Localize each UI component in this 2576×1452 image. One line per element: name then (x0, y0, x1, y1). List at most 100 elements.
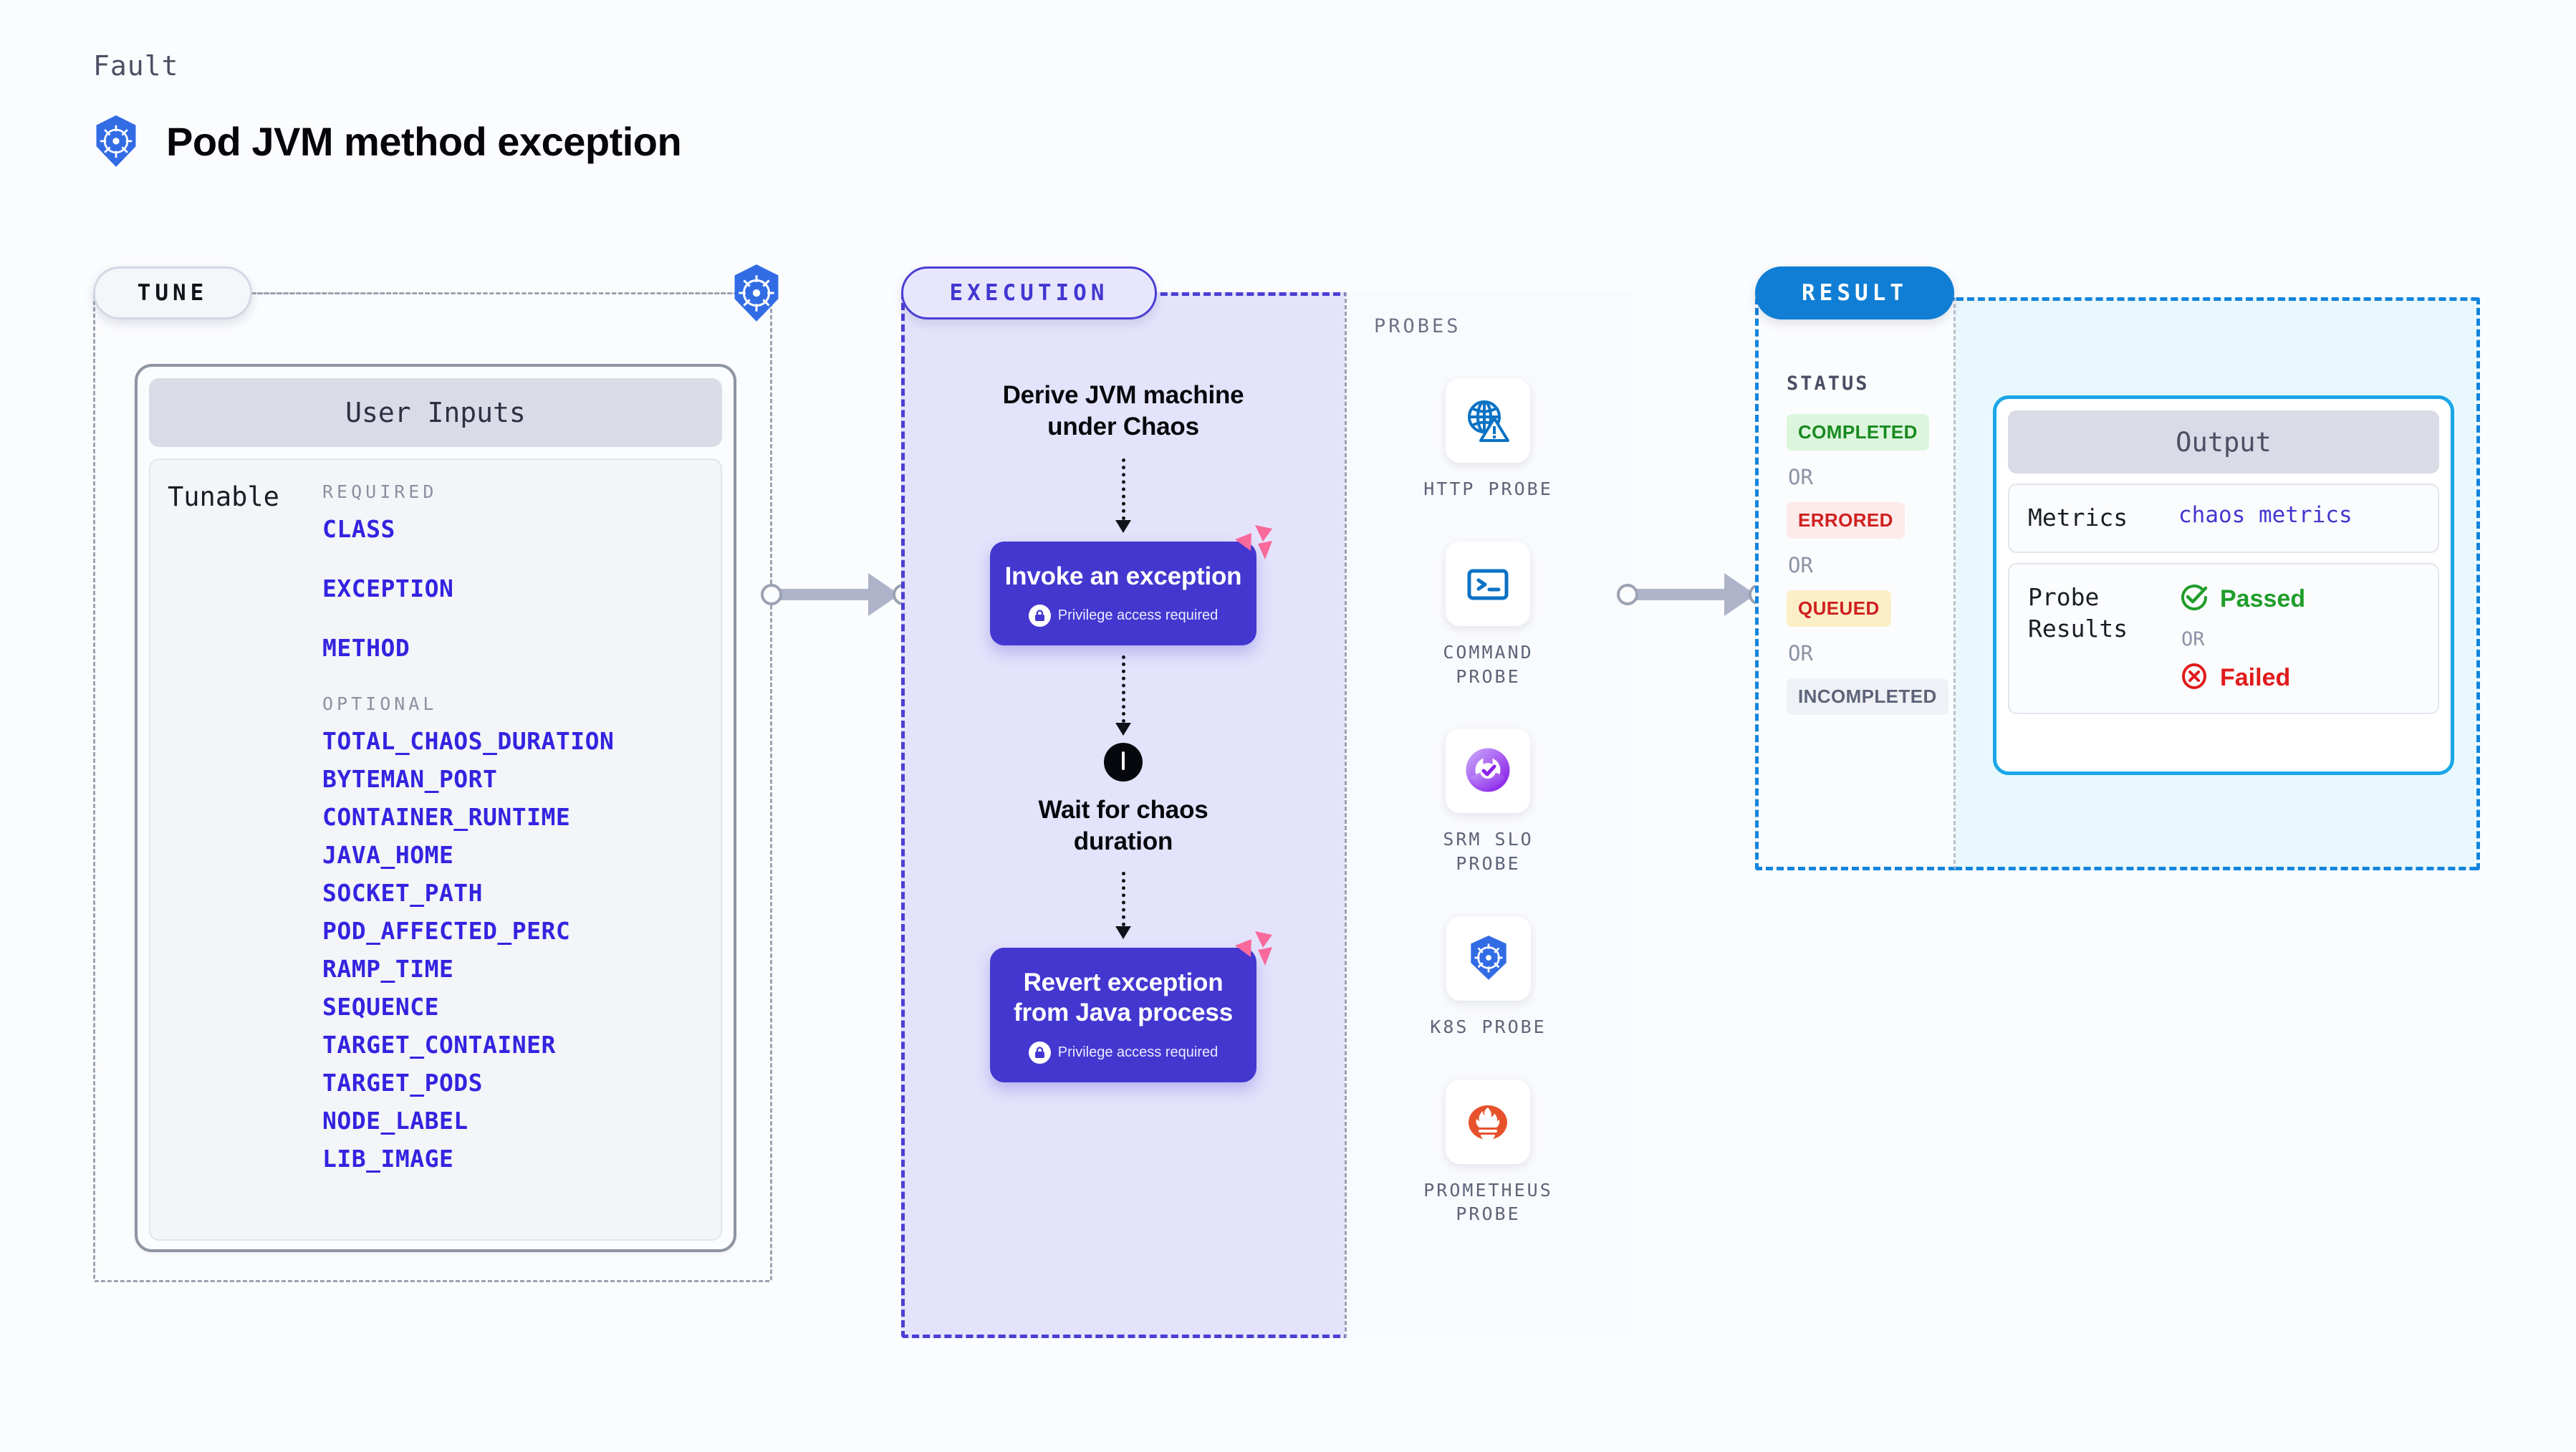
param-item[interactable]: SOCKET_PATH (322, 879, 484, 907)
passed-label: Passed (2220, 585, 2306, 612)
param-item[interactable]: BYTEMAN_PORT (322, 765, 498, 793)
probe-item-command[interactable]: COMMAND PROBE (1443, 541, 1534, 689)
param-item[interactable]: METHOD (322, 634, 410, 662)
tune-connector-line (252, 292, 764, 294)
failed-label: Failed (2220, 663, 2291, 691)
execution-pill-label[interactable]: EXECUTION (901, 266, 1157, 319)
connector-start-node (761, 584, 782, 605)
param-item[interactable]: TARGET_CONTAINER (322, 1031, 556, 1059)
invoke-exception-box[interactable]: Invoke an exception Privilege access req… (990, 524, 1272, 646)
or-separator: OR (1788, 553, 1813, 577)
params-column: REQUIRED CLASS EXCEPTION METHOD OPTIONAL… (322, 481, 721, 1239)
metrics-key: Metrics (2028, 504, 2128, 532)
connector-execution-to-result (1615, 573, 1780, 616)
tune-pill-label[interactable]: TUNE (93, 266, 252, 319)
status-list: COMPLETED OR ERRORED OR QUEUED OR INCOMP… (1787, 414, 1959, 715)
invoke-exception-title: Invoke an exception (1004, 562, 1242, 590)
param-item[interactable]: NODE_LABEL (322, 1107, 468, 1135)
terminal-icon (1446, 541, 1531, 626)
litmus-logo-icon (1229, 524, 1274, 569)
probe-results-values: Passed OR Failed (2178, 582, 2305, 696)
tune-edge-kubernetes-icon (729, 264, 784, 326)
status-badge-incompleted: INCOMPLETED (1787, 678, 1959, 715)
tunable-label: Tunable (168, 481, 279, 512)
probe-item-srm-slo[interactable]: SRM SLO PROBE (1443, 729, 1533, 876)
param-item[interactable]: LIB_IMAGE (322, 1145, 454, 1173)
globe-warning-icon (1446, 378, 1531, 463)
execution-flow: Derive JVM machine under Chaos Invoke an… (901, 380, 1345, 1083)
metrics-row: Metrics chaos metrics (2008, 484, 2439, 553)
optional-group-label: OPTIONAL (322, 693, 438, 714)
status-badge-label: COMPLETED (1787, 414, 1929, 451)
param-item[interactable]: CLASS (322, 515, 395, 543)
param-item[interactable]: RAMP_TIME (322, 955, 454, 983)
result-pill-label[interactable]: RESULT (1755, 266, 1954, 319)
param-item[interactable]: TARGET_PODS (322, 1069, 484, 1097)
probes-label: PROBES (1374, 315, 1461, 337)
probe-result-failed: Failed (2178, 660, 2305, 696)
lock-icon (1028, 1042, 1051, 1064)
revert-exception-title: Revert exception from Java process (1014, 968, 1233, 1027)
srm-slo-icon (1446, 729, 1531, 814)
param-item[interactable]: POD_AFFECTED_PERC (322, 917, 571, 945)
probe-item-prometheus[interactable]: PROMETHEUS PROBE (1423, 1079, 1553, 1227)
probe-label: PROMETHEUS PROBE (1423, 1179, 1553, 1225)
privilege-note-text: Privilege access required (1057, 1044, 1219, 1061)
metrics-value-link[interactable]: chaos metrics (2178, 502, 2352, 528)
status-badge-completed: COMPLETED (1787, 414, 1959, 451)
wait-step-label: Wait for chaos duration (1038, 796, 1208, 855)
clock-icon (1104, 743, 1143, 782)
result-frame (1755, 297, 1956, 870)
connector-bar (771, 589, 891, 600)
litmus-logo-icon (1229, 930, 1274, 975)
param-item[interactable]: TOTAL_CHAOS_DURATION (322, 727, 615, 755)
prometheus-icon (1446, 1079, 1531, 1164)
privilege-note: Privilege access required (1004, 605, 1242, 628)
user-inputs-body: Tunable REQUIRED CLASS EXCEPTION METHOD … (149, 458, 722, 1241)
required-params-list: CLASS EXCEPTION METHOD (322, 515, 721, 662)
probe-label: K8S PROBE (1430, 1016, 1547, 1037)
probe-results-key: Probe Results (2028, 582, 2128, 643)
probe-result-passed: Passed (2178, 582, 2305, 617)
user-inputs-card-title: User Inputs (149, 378, 722, 447)
or-separator: OR (2181, 628, 2205, 650)
probe-label: COMMAND PROBE (1443, 641, 1534, 687)
privilege-note: Privilege access required (1004, 1042, 1242, 1064)
output-card-title: Output (2008, 410, 2439, 473)
connector-start-node (1617, 584, 1638, 605)
status-label: STATUS (1787, 372, 1870, 395)
status-badge-label: ERRORED (1787, 502, 1905, 539)
probe-label: SRM SLO PROBE (1443, 829, 1534, 874)
probe-item-k8s[interactable]: K8S PROBE (1430, 915, 1547, 1039)
status-badge-label: QUEUED (1787, 590, 1891, 627)
privilege-note-text: Privilege access required (1057, 607, 1219, 624)
probe-label: HTTP PROBE (1423, 479, 1553, 499)
probes-list: HTTP PROBE COMMAND PROBE (1345, 378, 1632, 1266)
probes-frame (1345, 292, 1632, 1338)
connector-bar (1627, 589, 1747, 600)
lock-icon (1028, 605, 1051, 628)
connector-tune-to-execution (759, 573, 924, 616)
flow-arrow (1115, 871, 1131, 939)
revert-exception-box[interactable]: Revert exception from Java process Privi… (990, 931, 1272, 1083)
kubernetes-icon (1446, 915, 1531, 1001)
status-badge-label: INCOMPLETED (1787, 678, 1948, 715)
or-separator: OR (1788, 465, 1813, 489)
page-title: Pod JVM method exception (166, 118, 682, 164)
check-circle-icon (2178, 582, 2210, 617)
page-title-row: Pod JVM method exception (92, 115, 682, 168)
status-badge-errored: ERRORED (1787, 502, 1959, 539)
param-item[interactable]: JAVA_HOME (322, 841, 454, 869)
param-item[interactable]: EXCEPTION (322, 574, 454, 602)
kubernetes-icon (92, 115, 140, 168)
probe-results-row: Probe Results Passed OR (2008, 562, 2439, 714)
optional-params-list: TOTAL_CHAOS_DURATION BYTEMAN_PORT CONTAI… (322, 727, 721, 1173)
tunable-column: Tunable (150, 481, 322, 1239)
or-separator: OR (1788, 641, 1813, 665)
fault-kicker: Fault (93, 50, 179, 82)
param-item[interactable]: CONTAINER_RUNTIME (322, 803, 571, 831)
derive-step-label: Derive JVM machine under Chaos (1002, 381, 1244, 441)
param-item[interactable]: SEQUENCE (322, 993, 439, 1021)
probe-item-http[interactable]: HTTP PROBE (1423, 378, 1553, 501)
